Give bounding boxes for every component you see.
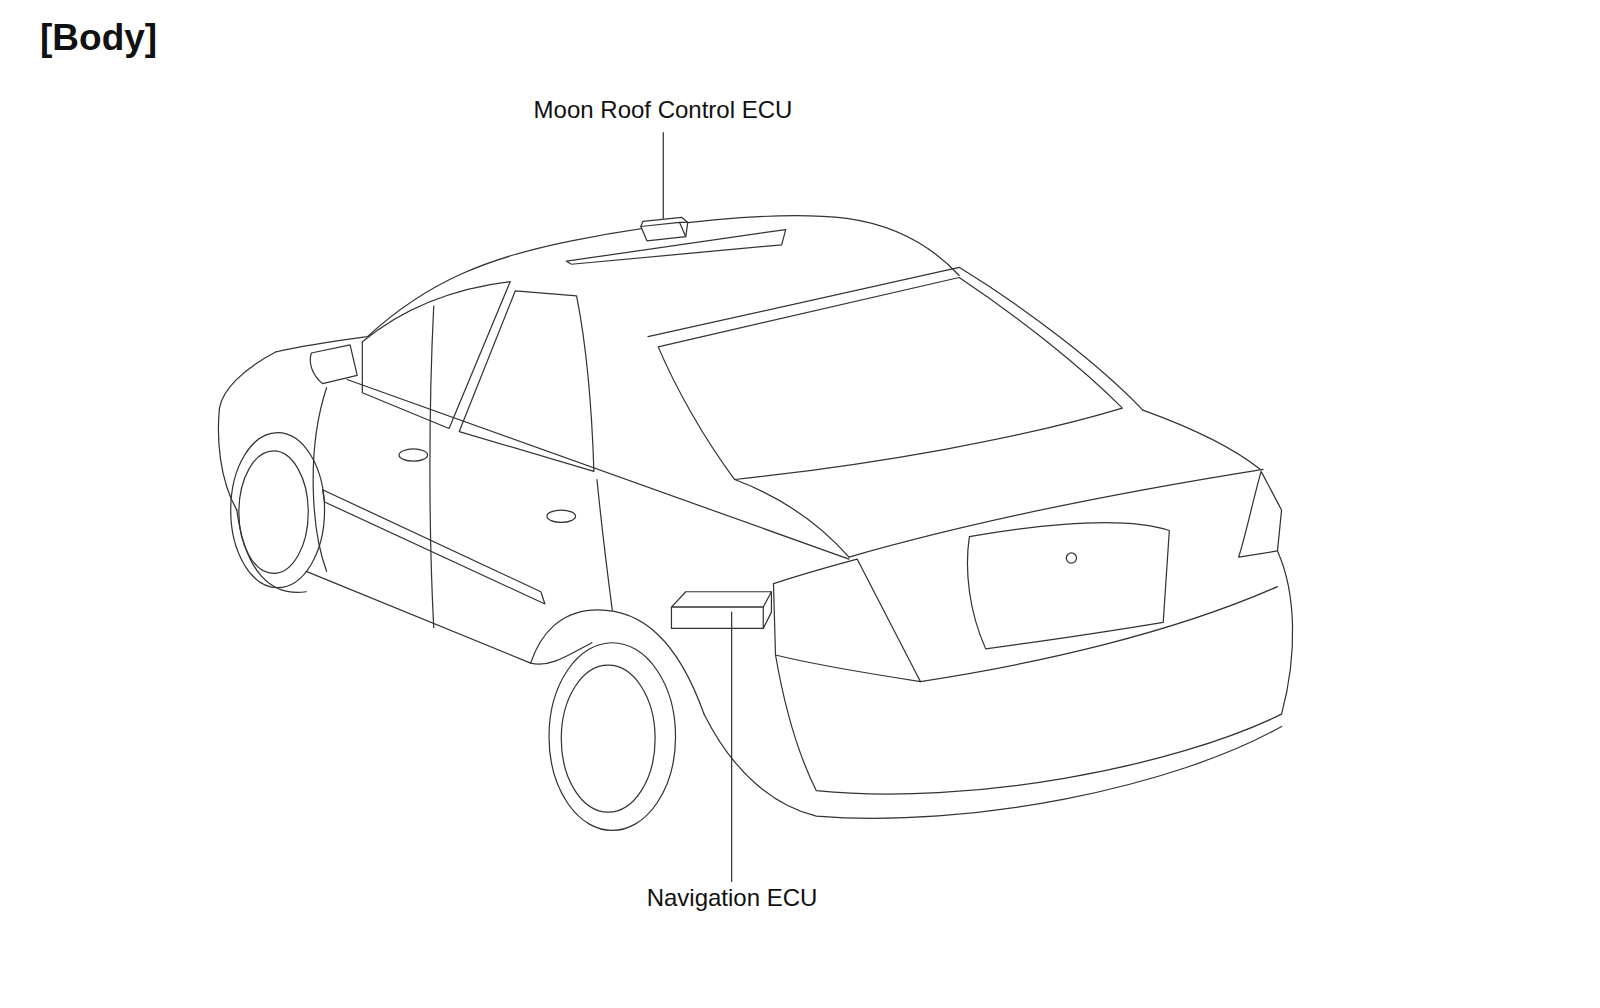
page-title: [Body] — [40, 16, 157, 60]
part-label: Navigation ECU — [647, 884, 818, 913]
part-label: Moon Roof Control ECU — [534, 96, 793, 125]
